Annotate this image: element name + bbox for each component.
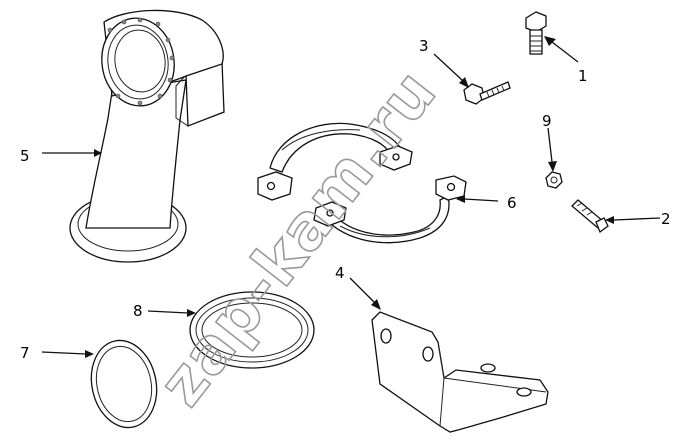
bolt-part-3 <box>463 81 511 105</box>
seal-ring-part-7 <box>90 339 158 429</box>
callout-2: 2 <box>661 210 671 228</box>
leader-lines <box>41 36 661 358</box>
nut-part-9 <box>545 171 563 189</box>
callout-6: 6 <box>507 194 517 212</box>
callout-1: 1 <box>578 67 588 85</box>
bolt-part-1 <box>525 11 547 55</box>
callout-9: 9 <box>542 112 552 130</box>
callout-3: 3 <box>419 37 429 55</box>
clamp-part-6 <box>257 122 467 244</box>
elbow-pipe-part-5 <box>69 9 225 263</box>
callout-8: 8 <box>133 302 143 320</box>
gasket-part-8 <box>189 291 315 369</box>
bracket-part-4 <box>371 311 549 433</box>
callout-4: 4 <box>335 264 345 282</box>
callout-5: 5 <box>20 147 30 165</box>
bolt-part-2 <box>571 199 609 234</box>
callout-7: 7 <box>20 344 30 362</box>
